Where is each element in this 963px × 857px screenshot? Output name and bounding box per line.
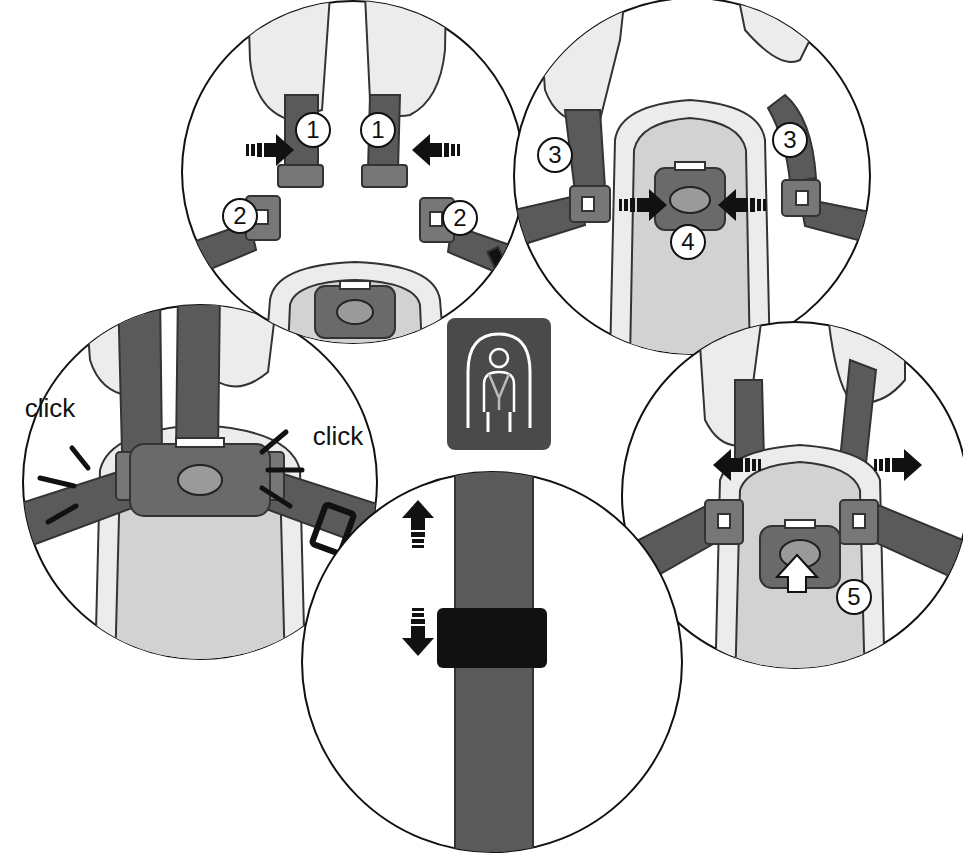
panel-join-tongues (412, 134, 460, 166)
click-marks (268, 468, 302, 473)
panel-buckled (130, 444, 270, 516)
panel-adjust (437, 465, 547, 857)
panel-insert (655, 168, 725, 230)
panel-join-tongues (182, 1, 524, 343)
panel-release (705, 500, 743, 544)
panel-insert (505, 0, 880, 360)
seat-icon (488, 412, 510, 432)
callout-number: 4 (670, 224, 706, 260)
panel-join-tongues (430, 212, 442, 226)
panel-join-tongues (337, 300, 373, 324)
panel-adjust (302, 465, 682, 857)
panel-join-tongues (362, 165, 407, 187)
panel-release (785, 520, 815, 528)
panel-buckled (176, 438, 224, 447)
panel-join-tongues (246, 134, 294, 166)
panel-buckled (115, 442, 285, 670)
callout-number: 1 (360, 112, 396, 148)
panel-join-tongues (176, 0, 530, 350)
panel-release (874, 449, 922, 481)
panel-release (870, 505, 963, 588)
panel-insert (630, 118, 750, 360)
click-marks (40, 478, 74, 486)
panel-join-tongues (266, 262, 444, 350)
panel-join-tongues (315, 286, 395, 338)
panel-join-tongues (288, 280, 422, 350)
seat-icon (447, 318, 551, 450)
callout-number: 1 (295, 112, 331, 148)
panel-release (735, 462, 865, 690)
panel-join-tongues (340, 281, 370, 289)
click-marks (48, 506, 76, 522)
panel-buckled (95, 425, 305, 670)
panel-join-tongues (487, 247, 511, 279)
click-marks (262, 488, 290, 506)
panel-release (715, 445, 885, 690)
panel-insert (796, 191, 808, 205)
seat-icon (468, 334, 530, 428)
panel-release (718, 514, 730, 528)
seat-icon (490, 349, 508, 367)
panel-insert (538, 0, 625, 122)
press-arrow (777, 555, 817, 592)
panel-join-tongues (278, 165, 323, 187)
panel-join-tongues (176, 0, 530, 350)
panel-insert (582, 197, 594, 211)
panel-insert (718, 189, 766, 221)
panel-buckled (178, 465, 222, 495)
panel-insert (570, 186, 610, 222)
click-marks (262, 432, 286, 452)
callout-number: 3 (537, 137, 573, 173)
panel-insert (768, 95, 816, 182)
callout-number: 3 (772, 122, 808, 158)
panel-release (840, 500, 878, 544)
click-marks (40, 432, 302, 522)
panel-buckled (118, 290, 162, 452)
panel-adjust (437, 608, 547, 668)
callout-number: 2 (442, 200, 478, 236)
panel-insert (675, 162, 705, 170)
panel-insert (670, 187, 710, 213)
seat-icon (484, 372, 514, 412)
sound-label: click (25, 393, 76, 424)
seat-icon (489, 374, 509, 410)
panel-insert (782, 180, 820, 216)
callout-number: 5 (836, 579, 872, 615)
panel-release (713, 449, 761, 481)
callout-number: 2 (222, 198, 258, 234)
panel-buckled (176, 290, 220, 452)
click-marks (72, 448, 88, 468)
panel-adjust (402, 500, 434, 548)
panel-insert (619, 189, 667, 221)
sound-label: click (313, 421, 364, 452)
seat-icon (447, 318, 551, 450)
panel-adjust (402, 608, 434, 656)
panel-insert (610, 100, 770, 360)
panel-insert (738, 0, 832, 62)
panel-insert (505, 0, 880, 360)
panel-release (853, 514, 865, 528)
